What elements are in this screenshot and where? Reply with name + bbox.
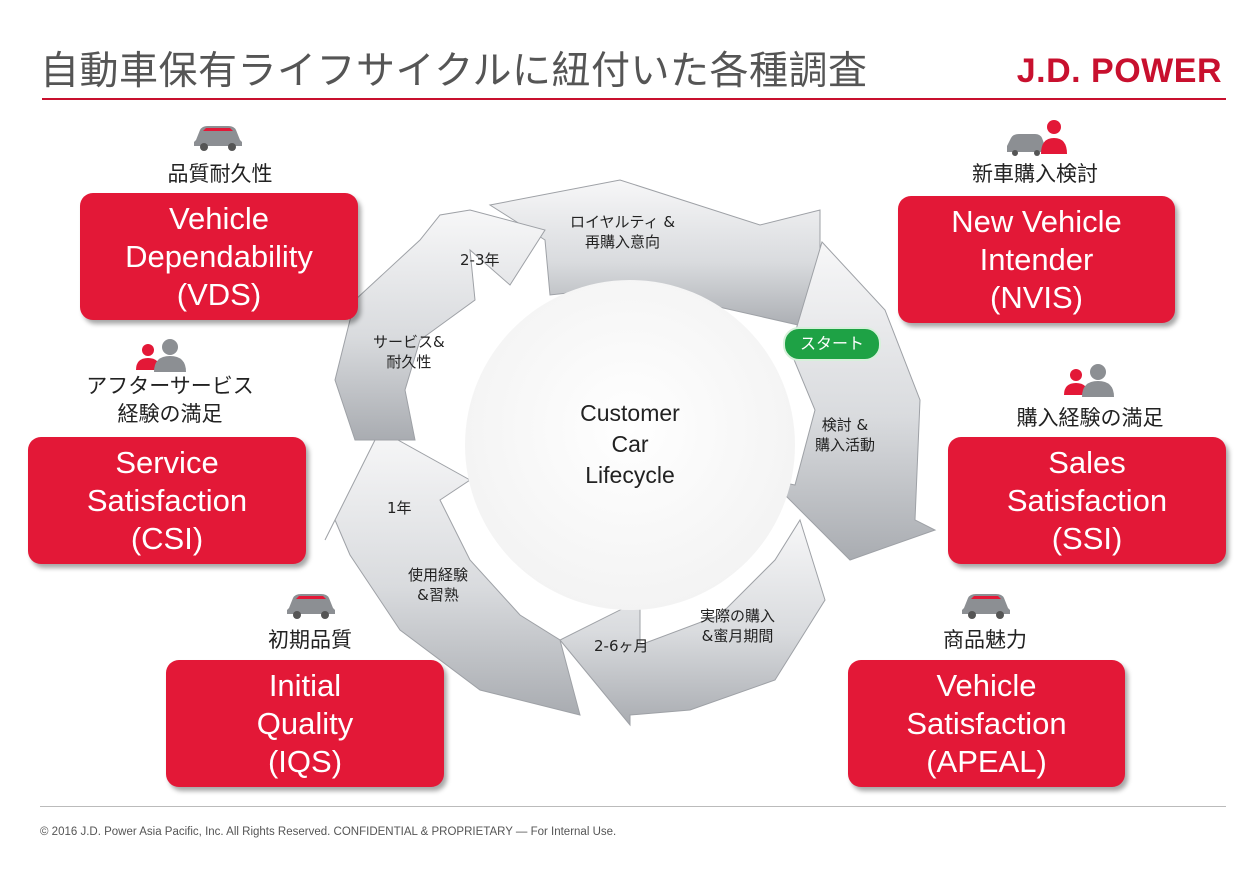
ssi-study-box: Sales Satisfaction (SSI) (948, 437, 1226, 564)
center-line-3: Lifecycle (585, 462, 675, 488)
label-loyalty-line-2: 再購入意向 (585, 233, 661, 251)
label-usage-line-2: &習熟 (417, 586, 459, 604)
page-title: 自動車保有ライフサイクルに紐付いた各種調査 (40, 49, 868, 94)
car-icon (962, 594, 1010, 619)
apeal-study-box: Vehicle Satisfaction (APEAL) (848, 660, 1125, 787)
label-year-1: 1年 (387, 499, 412, 517)
cycle-arrow-right (768, 241, 937, 561)
label-months-2-6: 2-6ヶ月 (594, 637, 649, 655)
label-consider-line-2: 購入活動 (815, 436, 876, 454)
nvis-line-2: Intender (979, 241, 1094, 277)
iqs-line-1: Initial (268, 667, 342, 703)
iqs-caption: 初期品質 (268, 628, 352, 652)
csi-caption-line-2: 経験の満足 (117, 402, 223, 426)
vds-study-box: Vehicle Dependability (VDS) (80, 193, 358, 320)
footer-copyright: © 2016 J.D. Power Asia Pacific, Inc. All… (40, 826, 617, 838)
csi-line-1: Service (115, 444, 219, 480)
car-person-icon (1007, 120, 1067, 156)
cycle-inner-circle (465, 280, 795, 610)
nvis-study-box: New Vehicle Intender (NVIS) (898, 196, 1175, 323)
iqs-study-box: Initial Quality (IQS) (166, 660, 444, 787)
label-consider-line-1: 検討 & (821, 416, 869, 434)
label-loyalty: ロイヤルティ & 再購入意向 (570, 212, 675, 252)
cycle-arrow-bottom (559, 518, 826, 727)
people-icon (1064, 364, 1114, 397)
label-actual-line-1: 実際の購入 (700, 607, 776, 625)
label-loyalty-line-1: ロイヤルティ & (570, 213, 676, 231)
label-usage-line-1: 使用経験 (408, 566, 469, 584)
csi-caption: アフターサービス 経験の満足 (70, 372, 270, 428)
ssi-line-3: (SSI) (1051, 520, 1123, 556)
car-icon (194, 126, 242, 151)
apeal-caption: 商品魅力 (943, 628, 1027, 652)
csi-line-2: Satisfaction (86, 482, 248, 518)
csi-study-box: Service Satisfaction (CSI) (28, 437, 306, 564)
start-badge: スタート (783, 327, 881, 361)
car-icon (287, 594, 335, 619)
label-actual-line-2: &蜜月期間 (701, 627, 774, 645)
header-divider (42, 98, 1226, 100)
vds-line-1: Vehicle (169, 200, 269, 236)
people-icon (136, 339, 186, 372)
label-service-line-2: 耐久性 (386, 353, 432, 371)
vds-line-3: (VDS) (176, 276, 262, 312)
apeal-line-2: Satisfaction (906, 705, 1067, 741)
nvis-line-3: (NVIS) (990, 279, 1083, 315)
vds-line-2: Dependability (125, 238, 313, 274)
iqs-line-2: Quality (256, 705, 354, 741)
apeal-line-3: (APEAL) (926, 743, 1047, 779)
csi-line-3: (CSI) (130, 520, 204, 556)
footer-divider (40, 806, 1226, 807)
cycle-center-label: Customer Car Lifecycle (555, 398, 705, 491)
label-years-2-3: 2-3年 (460, 251, 500, 269)
label-service-durability: サービス& 耐久性 (373, 332, 445, 372)
ssi-caption: 購入経験の満足 (1016, 406, 1164, 430)
cycle-arrow-upper-left (334, 209, 546, 441)
nvis-line-1: New Vehicle (951, 203, 1122, 239)
label-consider-purchase: 検討 & 購入活動 (815, 415, 875, 455)
center-line-1: Customer (580, 400, 680, 426)
nvis-caption: 新車購入検討 (972, 162, 1098, 186)
jd-power-logo: J.D. POWER (1016, 52, 1222, 90)
ssi-line-1: Sales (1048, 444, 1126, 480)
apeal-line-1: Vehicle (936, 667, 1037, 703)
center-line-2: Car (611, 431, 649, 457)
label-service-line-1: サービス& (373, 333, 445, 351)
label-actual-purchase: 実際の購入 &蜜月期間 (700, 606, 775, 646)
iqs-line-3: (IQS) (267, 743, 343, 779)
ssi-line-2: Satisfaction (1006, 482, 1168, 518)
label-usage: 使用経験 &習熟 (408, 565, 468, 605)
csi-caption-line-1: アフターサービス (86, 374, 254, 398)
vds-caption: 品質耐久性 (167, 162, 273, 186)
